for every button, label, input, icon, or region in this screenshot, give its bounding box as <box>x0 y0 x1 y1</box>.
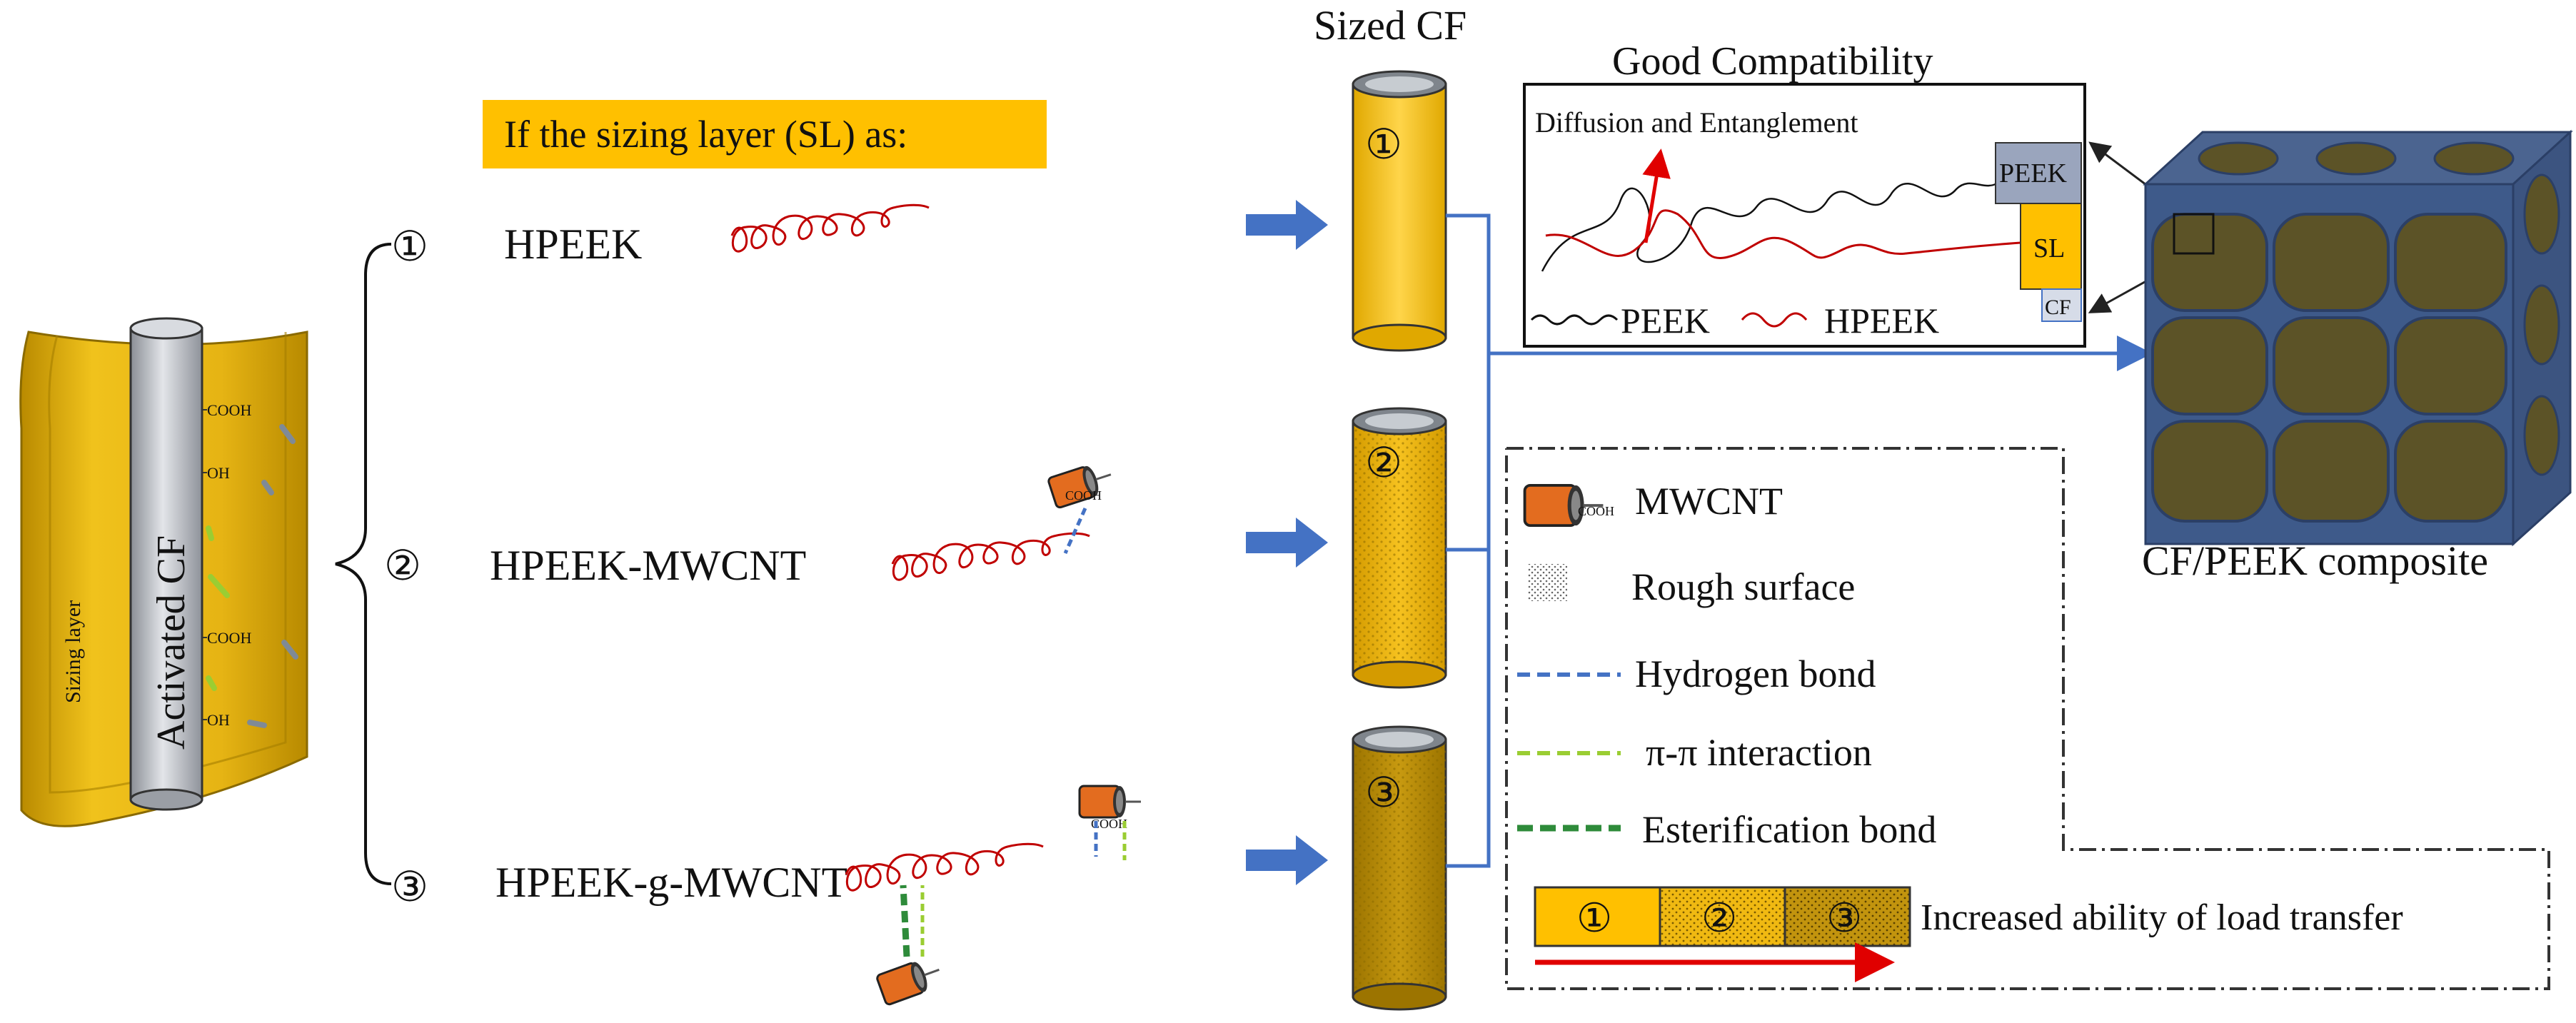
legend-mwcnt: COOH MWCNT <box>1523 480 1783 528</box>
legend-mwcnt-cooh: COOH <box>1578 504 1614 518</box>
group-cooh-2: COOH <box>207 629 251 647</box>
option-3-cooh: COOH <box>1091 817 1127 831</box>
sized-cf-3-num: ③ <box>1365 770 1402 816</box>
group-oh-1: OH <box>207 464 230 482</box>
inset-block-cf-label: CF <box>2045 296 2071 319</box>
activated-cf-label: Activated CF <box>149 535 193 750</box>
sized-cf-2-num: ② <box>1365 440 1402 486</box>
sized-cf-3: ③ <box>1352 725 1447 1011</box>
load-bar-num-3: ③ <box>1826 897 1862 941</box>
legend-mwcnt-label: MWCNT <box>1635 480 1783 523</box>
core-top <box>129 317 203 340</box>
cf-peek-composite <box>2143 129 2573 547</box>
sizing-arrows <box>1246 200 1328 885</box>
hpeek-chain-1 <box>730 203 930 253</box>
sized-cf-title: Sized CF <box>1314 2 1466 49</box>
legend-rough: Rough surface <box>1528 564 1855 608</box>
hpeek-chain-3 <box>845 842 1044 892</box>
sizing-layer-inner <box>48 332 287 794</box>
sized-cf-2: ② <box>1352 407 1447 689</box>
arrow-2 <box>1246 518 1328 568</box>
inset-block-cf <box>2041 288 2082 322</box>
option-3-mwcnt: COOH <box>875 785 1142 1007</box>
inset-hpeek-chain <box>1545 209 2021 259</box>
option-1-name: HPEEK <box>504 221 642 268</box>
option-3-name: HPEEK-g-MWCNT <box>495 859 847 906</box>
group-cooh-1: COOH <box>207 401 251 419</box>
inset-diffusion-arrow <box>1642 148 1671 243</box>
sized-cf-1: ① <box>1352 70 1447 352</box>
core-bottom <box>129 788 203 811</box>
activated-cf-core <box>129 327 203 801</box>
legend-hbond: Hydrogen bond <box>1517 652 1876 695</box>
activated-cf-illustration: Sizing layer Activated CF COOH OH COOH O… <box>19 317 308 827</box>
inset-title: Good Compatibility <box>1612 39 1933 84</box>
legend-hpeek-wave <box>1741 312 1808 328</box>
legend-ester: Esterification bond <box>1517 808 1936 851</box>
composite-zoom-box <box>2173 213 2215 255</box>
inset-frame <box>1523 83 2086 348</box>
option-2-name: HPEEK-MWCNT <box>490 542 806 589</box>
option-brace <box>335 243 392 885</box>
inset-legend-peek: PEEK <box>1621 301 1710 341</box>
surface-fragments <box>206 424 298 728</box>
inset-block-peek-label: PEEK <box>1999 158 2068 188</box>
legend-peek-wave <box>1530 314 1619 326</box>
legend-ester-label: Esterification bond <box>1642 808 1936 851</box>
hpeek-chain-2 <box>891 532 1090 581</box>
load-bar-label: Increased ability of load transfer <box>1921 897 2403 938</box>
legend-frame <box>1505 447 2550 990</box>
composite-label: CF/PEEK composite <box>2142 538 2488 584</box>
sl-title: If the sizing layer (SL) as: <box>504 113 907 156</box>
legend-rough-label: Rough surface <box>1631 565 1855 608</box>
option-3-num: ③ <box>391 864 428 910</box>
arrow-3 <box>1246 835 1328 885</box>
option-1-num: ① <box>391 223 428 270</box>
inset-peek-chain <box>1541 181 2000 272</box>
legend-pipi: π-π interaction <box>1517 731 1872 774</box>
arrow-1 <box>1246 200 1328 250</box>
option-2-mwcnt: COOH <box>1046 458 1117 555</box>
inset-block-sl <box>2020 203 2082 290</box>
load-transfer-bar: ① ② ③ Increased ability of load transfer <box>1534 886 2403 982</box>
load-bar-num-1: ① <box>1576 897 1612 941</box>
sized-cf-1-num: ① <box>1365 121 1402 168</box>
merge-lines <box>1446 213 2153 868</box>
inset-block-sl-label: SL <box>2033 233 2065 263</box>
inset-subtitle: Diffusion and Entanglement <box>1535 106 1858 138</box>
option-2-cooh: COOH <box>1065 488 1102 503</box>
legend-hbond-label: Hydrogen bond <box>1635 652 1876 695</box>
inset-legend-hpeek: HPEEK <box>1824 301 1939 341</box>
sizing-layer-label: Sizing layer <box>61 600 85 703</box>
group-oh-2: OH <box>207 711 230 729</box>
inset-block-peek <box>1995 142 2082 204</box>
load-bar-num-2: ② <box>1701 897 1737 941</box>
option-2-num: ② <box>384 543 421 589</box>
legend-pipi-label: π-π interaction <box>1646 731 1872 774</box>
sl-title-box <box>483 100 1047 168</box>
